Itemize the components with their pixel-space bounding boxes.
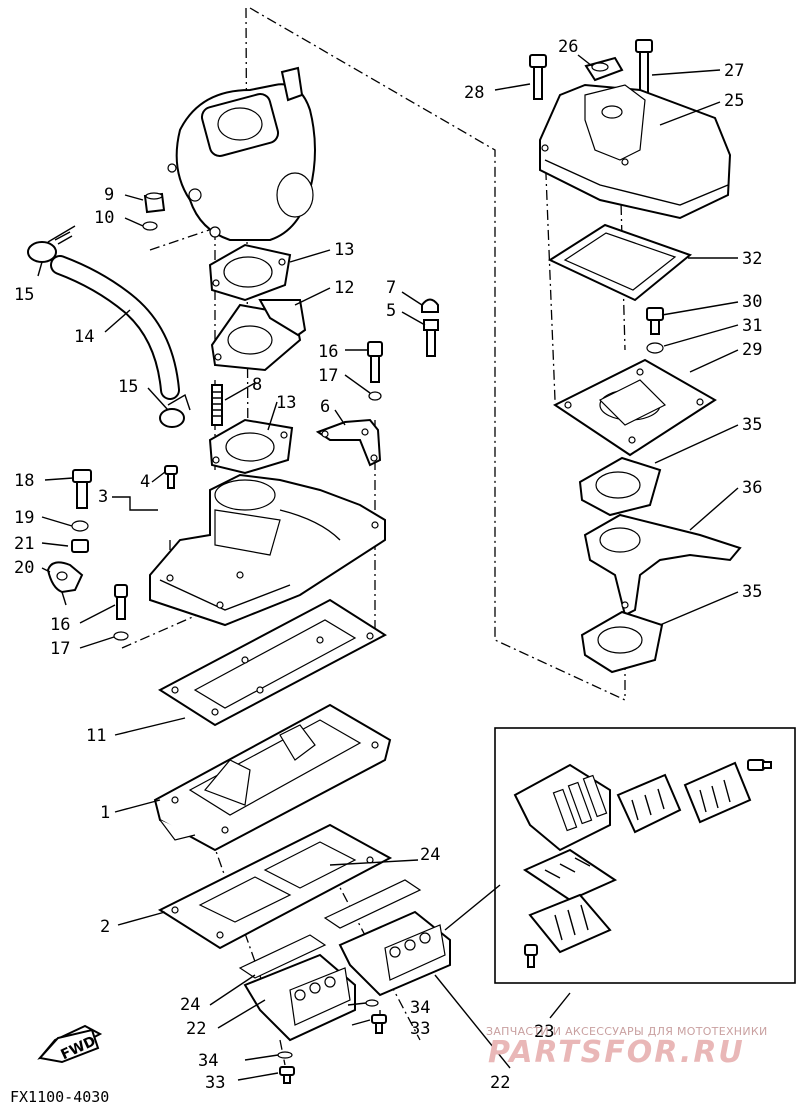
washer-19 — [71, 520, 89, 532]
callout-32: 32 — [742, 249, 762, 269]
callout-29: 29 — [742, 340, 762, 360]
callout-2: 2 — [100, 917, 110, 937]
screw-33-left — [279, 1066, 295, 1084]
bolt-18 — [72, 469, 92, 509]
callout-leaders — [37, 54, 739, 1081]
callout-5: 5 — [386, 301, 396, 321]
gasket-13-upper — [208, 243, 292, 302]
callout-7: 7 — [386, 278, 396, 298]
gasket-11 — [158, 598, 387, 727]
screw-4 — [164, 465, 178, 489]
washer-17-lower — [113, 631, 129, 641]
callout-13-lower: 13 — [276, 393, 296, 413]
callout-34-right: 34 — [410, 998, 430, 1018]
callout-15-upper: 15 — [14, 285, 34, 305]
callout-18: 18 — [14, 471, 34, 491]
reed-valve-22-left — [243, 953, 356, 1042]
drawing-code: FX1100-4030 — [10, 1088, 109, 1106]
callout-13-upper: 13 — [334, 240, 354, 260]
callout-35-lower: 35 — [742, 582, 762, 602]
gasket-35-lower — [580, 610, 664, 674]
screw-33-right — [371, 1014, 387, 1034]
bolt-16-upper — [367, 341, 383, 383]
callout-3: 3 — [98, 487, 108, 507]
stud-bolt-8 — [211, 384, 223, 426]
callout-25: 25 — [724, 91, 744, 111]
callout-26: 26 — [558, 37, 578, 57]
callout-22-left: 22 — [186, 1019, 206, 1039]
callout-23: 23 — [534, 1022, 554, 1042]
cap-7 — [421, 298, 439, 313]
callout-1: 1 — [100, 803, 110, 823]
fwd-direction-arrow: FWD — [37, 1024, 103, 1063]
cap-26 — [584, 56, 624, 82]
reed-valve-housing-1 — [153, 703, 392, 852]
callout-10: 10 — [94, 208, 114, 228]
washer-34-left — [277, 1051, 293, 1059]
fitting-5 — [423, 319, 439, 357]
watermark-brand: PARTSFOR.RU — [488, 1035, 745, 1070]
bolt-30 — [646, 307, 664, 335]
washer-10 — [142, 221, 158, 231]
reed-gasket-24-left — [238, 934, 327, 979]
plate-36 — [583, 513, 742, 617]
plate-29 — [553, 358, 717, 457]
washer-31 — [646, 342, 664, 354]
bracket-6 — [315, 418, 382, 467]
hose-clamp-15-lower — [159, 393, 191, 428]
callout-6: 6 — [320, 397, 330, 417]
callout-24-left: 24 — [180, 995, 200, 1015]
watermark-tagline: ЗАПЧАСТИ И АКСЕССУАРЫ ДЛЯ МОТОТЕХНИКИ — [486, 1025, 768, 1038]
callout-31: 31 — [742, 316, 762, 336]
callout-4: 4 — [140, 472, 150, 492]
reed-valve-22-right — [338, 910, 451, 997]
hose-clamp-15-upper — [27, 225, 76, 263]
bolt-28 — [529, 54, 547, 100]
cylinder-head-housing — [167, 66, 316, 241]
washer-17-upper — [368, 391, 382, 401]
callout-33-right: 33 — [410, 1019, 430, 1039]
gasket-13-lower — [208, 418, 294, 475]
clip-20 — [46, 561, 84, 606]
washer-34-right — [365, 999, 379, 1007]
callout-16-upper: 16 — [318, 342, 338, 362]
cover-25 — [539, 83, 732, 220]
gasket-32 — [547, 223, 693, 302]
flange-bracket-12 — [210, 299, 307, 372]
callout-24-right: 24 — [420, 845, 440, 865]
callout-30: 30 — [742, 292, 762, 312]
hose-14 — [50, 255, 180, 400]
callout-28: 28 — [464, 83, 484, 103]
callout-34-left: 34 — [198, 1051, 218, 1071]
callout-15-lower: 15 — [118, 377, 138, 397]
reed-gasket-24-right — [323, 879, 422, 929]
callout-33-left: 33 — [205, 1073, 225, 1093]
gasket-2 — [157, 823, 393, 950]
callout-11: 11 — [86, 726, 106, 746]
callout-36: 36 — [742, 478, 762, 498]
reed-valve-kit-inset — [494, 727, 796, 984]
callout-19: 19 — [14, 508, 34, 528]
callout-16-lower: 16 — [50, 615, 70, 635]
callout-22-bottom: 22 — [490, 1073, 510, 1093]
bolt-16-lower — [114, 584, 128, 620]
watermark: ЗАПЧАСТИ И АКСЕССУАРЫ ДЛЯ МОТОТЕХНИКИ PA… — [486, 1025, 768, 1070]
gasket-35-upper — [578, 456, 662, 517]
callout-17-lower: 17 — [50, 639, 70, 659]
nut-21 — [71, 539, 89, 553]
callout-21: 21 — [14, 534, 34, 554]
intake-manifold-3 — [149, 473, 386, 627]
callout-labels: 9 10 15 14 15 13 12 8 13 16 17 7 5 6 18 … — [14, 37, 762, 1093]
callout-14: 14 — [74, 327, 94, 347]
callout-8: 8 — [252, 375, 262, 395]
callout-12: 12 — [334, 278, 354, 298]
callout-35-upper: 35 — [742, 415, 762, 435]
callout-9: 9 — [104, 185, 114, 205]
nut-9 — [143, 192, 166, 214]
callout-27: 27 — [724, 61, 744, 81]
callout-17-upper: 17 — [318, 366, 338, 386]
callout-20: 20 — [14, 558, 34, 578]
